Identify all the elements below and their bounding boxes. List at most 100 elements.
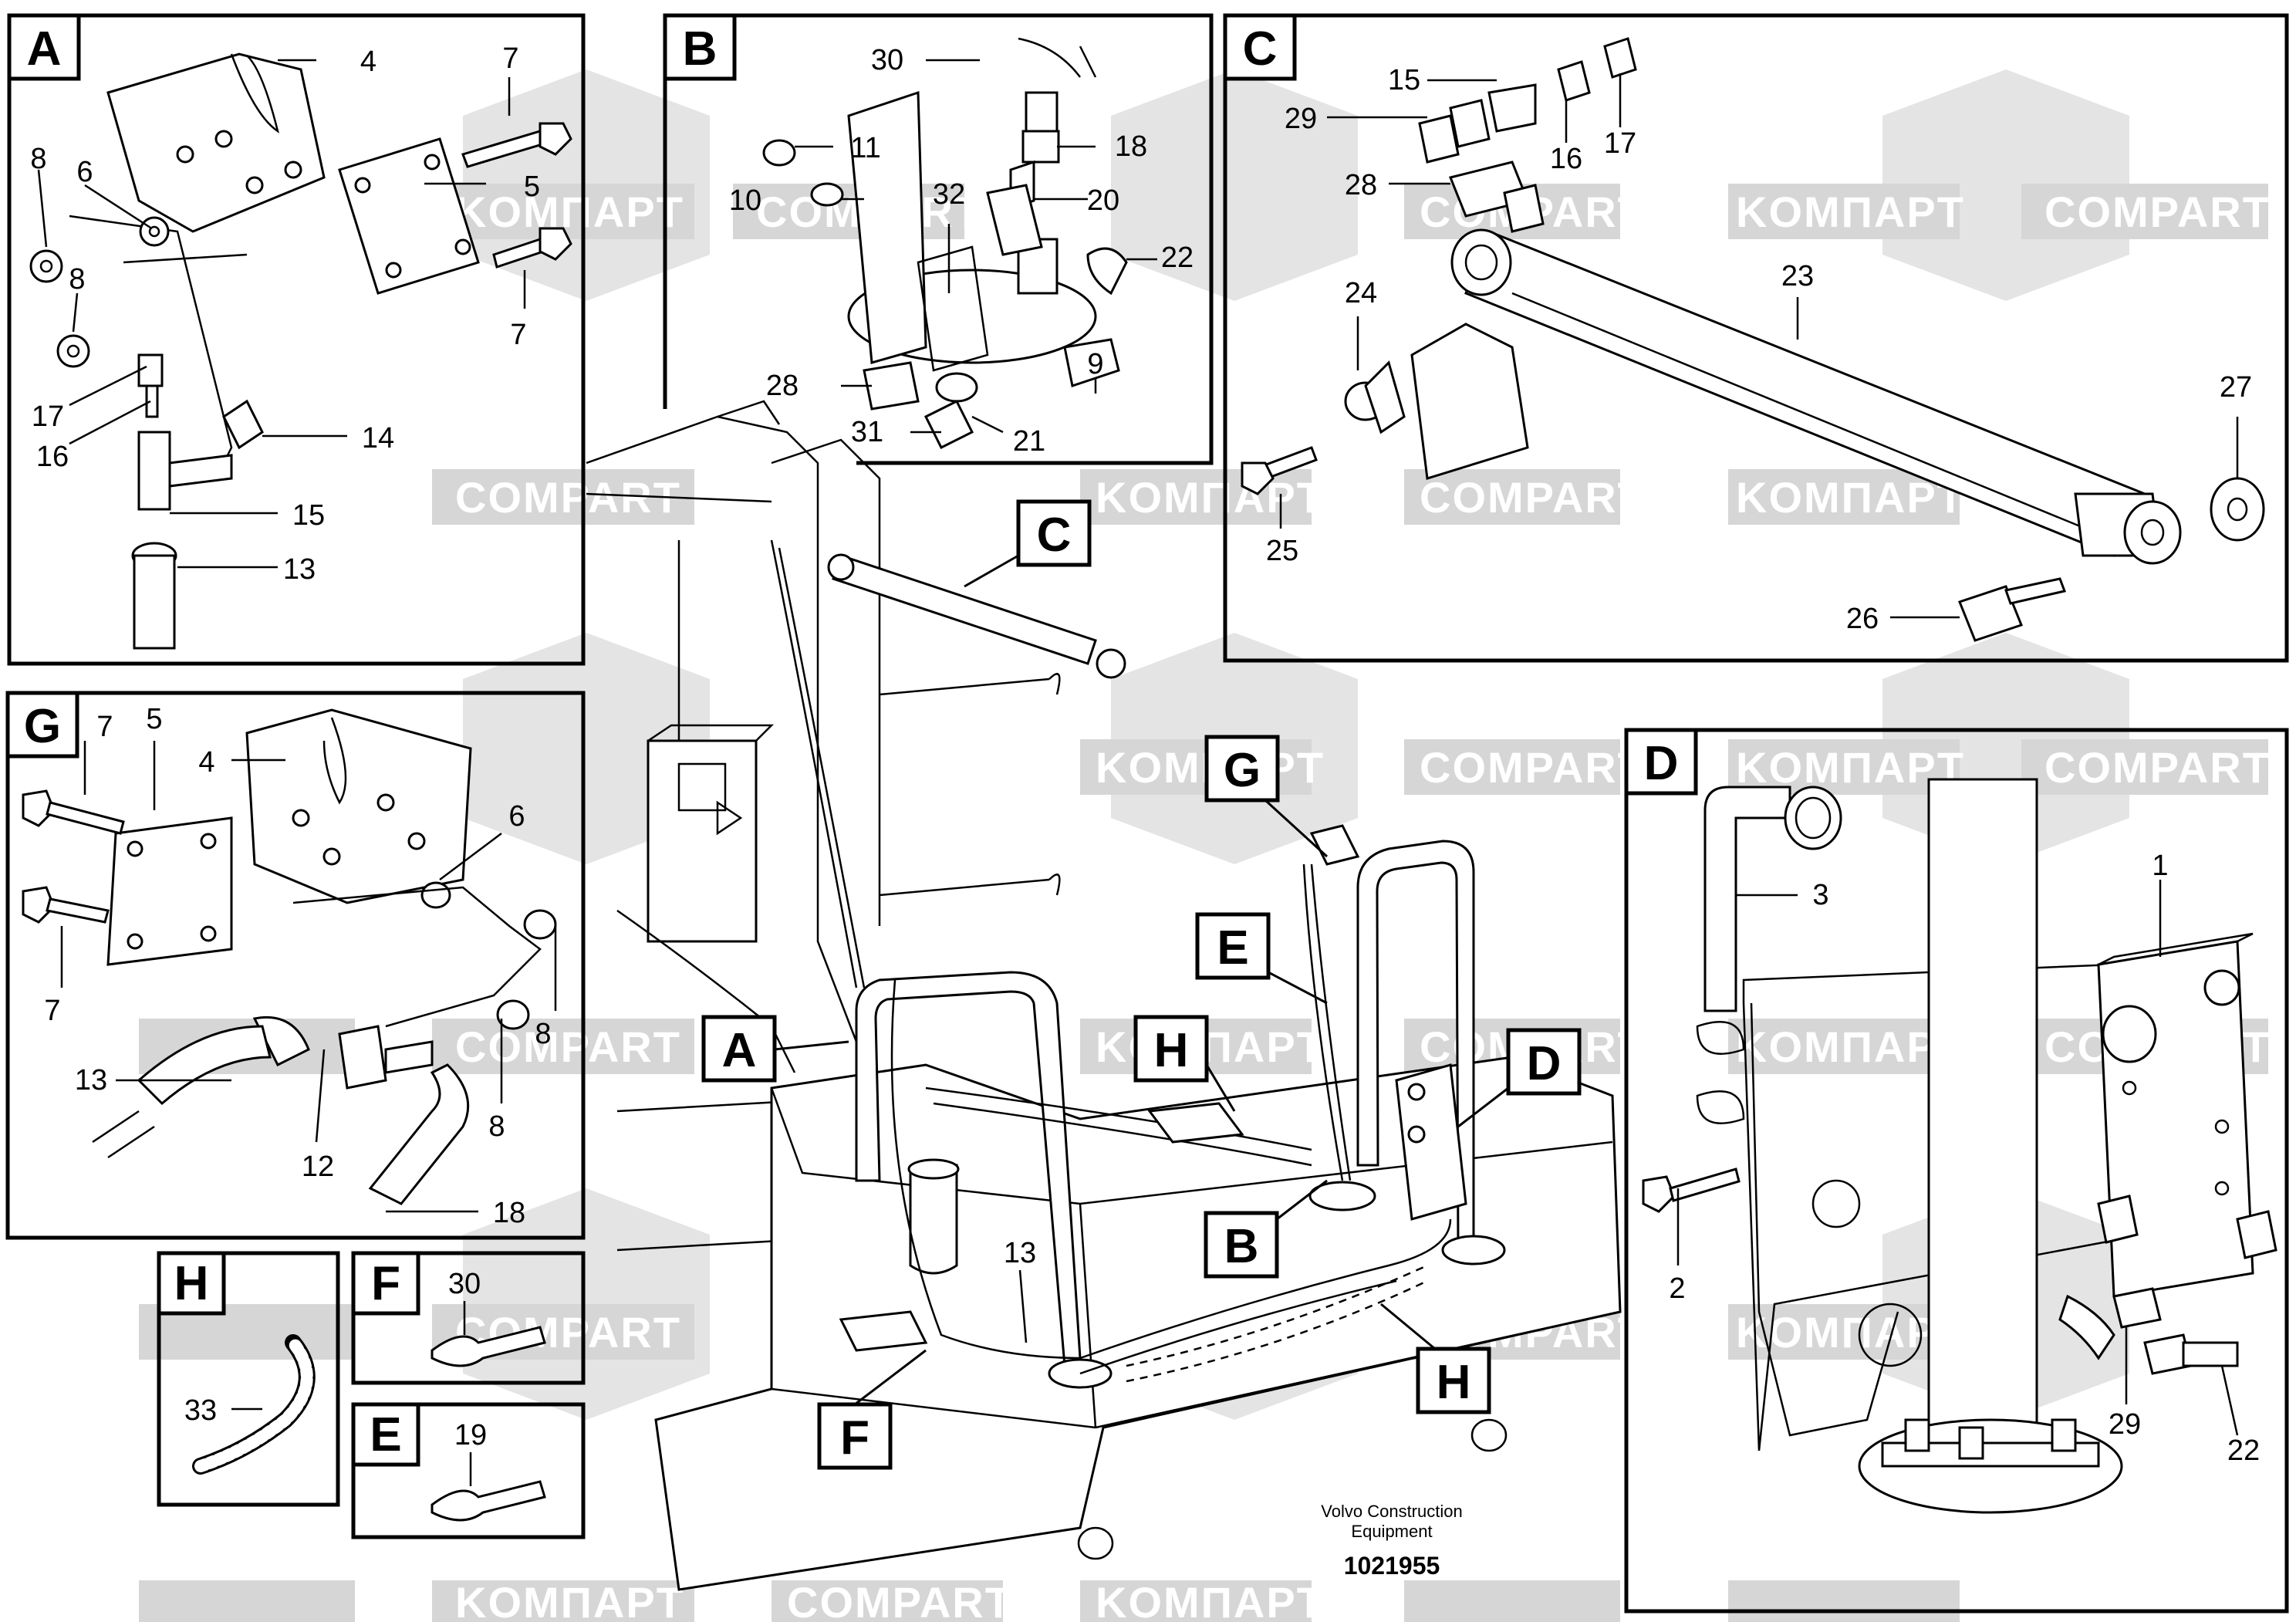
panel-g-callout: 8 xyxy=(488,1110,505,1143)
main-tag-b[interactable]: B xyxy=(1204,1179,1328,1279)
panel-h-callout: 33 xyxy=(184,1394,217,1427)
panel-d-callout: 1 xyxy=(2152,850,2168,882)
panel-a-callout: 4 xyxy=(360,46,376,78)
panel-g-callout: 7 xyxy=(44,995,60,1027)
panel-a-tag: A xyxy=(27,22,62,76)
panel-f-tag: F xyxy=(371,1257,400,1310)
panel-b-callout: 21 xyxy=(1013,425,1045,458)
main-tag-b-label: B xyxy=(1224,1220,1259,1273)
watermark-text: KOMПAPT xyxy=(1736,473,1965,522)
panel-c-tag: C xyxy=(1243,22,1278,76)
panel-b-callout: 22 xyxy=(1161,242,1194,274)
panel-c-callout: 28 xyxy=(1345,169,1377,201)
panel-g-callout: 5 xyxy=(146,703,162,735)
panel-a-callout: 13 xyxy=(283,553,316,586)
main-tag-e[interactable]: E xyxy=(1195,912,1328,1005)
watermark-text: KOMПAPT xyxy=(1096,473,1325,522)
panel-h-tag: H xyxy=(174,1257,209,1310)
footer: Volvo Construction Equipment 1021955 xyxy=(1321,1502,1462,1580)
panel-a-callout: 7 xyxy=(510,319,526,351)
panel-a-callout: 5 xyxy=(524,171,540,203)
panel-d-tag: D xyxy=(1644,737,1679,790)
panel-a-callout: 7 xyxy=(502,42,518,75)
panel-d: D xyxy=(1624,728,2289,1614)
watermark-text: COMPART xyxy=(455,1022,681,1071)
panel-f: F 30 xyxy=(351,1251,586,1385)
main-tag-h[interactable]: H xyxy=(1133,1015,1236,1112)
main-tags: C A G E H D B xyxy=(701,499,1582,1470)
panel-e: E 19 xyxy=(351,1402,586,1539)
panel-a-callout: 17 xyxy=(32,400,64,433)
panel-b-callout: 31 xyxy=(851,416,883,448)
footer-line2: Equipment xyxy=(1351,1522,1432,1541)
main-tag-h2[interactable]: H xyxy=(1380,1303,1491,1414)
panel-d-callout: 22 xyxy=(2227,1434,2260,1467)
panel-b-callout: 32 xyxy=(933,178,965,211)
footer-number: 1021955 xyxy=(1344,1552,1440,1580)
panel-g-callout: 12 xyxy=(302,1151,334,1183)
main-tag-d[interactable]: D xyxy=(1457,1028,1582,1128)
main-tag-g[interactable]: G xyxy=(1204,735,1329,858)
panel-b: B 30 11 18 10 32 20 22 xyxy=(663,13,1214,465)
watermark-text: KOMПAPT xyxy=(455,188,684,236)
panel-b-callout: 20 xyxy=(1087,184,1119,217)
panel-a-callout: 6 xyxy=(76,156,93,188)
main-assembly xyxy=(586,400,1622,1591)
watermark-text: KOMПAPT xyxy=(455,1578,684,1622)
panel-g-tag: G xyxy=(24,700,61,753)
panel-h: H 33 xyxy=(157,1251,340,1507)
panel-b-callout: 11 xyxy=(850,132,880,164)
panel-b-callout: 10 xyxy=(729,184,761,217)
panel-a-callout: 8 xyxy=(30,143,46,175)
footer-line1: Volvo Construction xyxy=(1321,1502,1462,1521)
panel-b-callout: 9 xyxy=(1087,348,1103,380)
panel-a-callout: 15 xyxy=(292,499,325,532)
main-tag-c-label: C xyxy=(1037,509,1072,562)
panel-c-callout: 16 xyxy=(1550,143,1582,175)
panel-a-callout: 14 xyxy=(362,422,394,454)
panel-a: A xyxy=(7,13,586,666)
panel-b-callout: 28 xyxy=(766,370,799,402)
panel-c-callout: 26 xyxy=(1846,603,1879,635)
main-tag-a[interactable]: A xyxy=(701,1015,849,1083)
watermark-text: COMPART xyxy=(1420,473,1646,522)
main-tag-f-label: F xyxy=(840,1411,869,1465)
main-tag-e-label: E xyxy=(1217,921,1248,975)
panel-g-callout: 13 xyxy=(75,1064,107,1097)
main-callout-13: 13 xyxy=(1004,1237,1036,1269)
panel-c-callout: 15 xyxy=(1388,64,1420,96)
main-tag-a-label: A xyxy=(722,1024,757,1077)
watermark-text: COMPART xyxy=(787,1578,1013,1622)
panel-g-callout: 7 xyxy=(96,711,113,743)
watermark-text: KOMПAPT xyxy=(1736,743,1965,792)
panel-f-callout: 30 xyxy=(448,1268,481,1300)
panel-c-callout: 25 xyxy=(1266,535,1298,567)
panel-c: C xyxy=(1223,13,2289,663)
main-tag-c[interactable]: C xyxy=(964,499,1092,588)
panel-e-tag: E xyxy=(370,1408,401,1461)
panel-g: G 7 5 4 6 xyxy=(5,691,586,1240)
panel-e-callout: 19 xyxy=(454,1419,487,1451)
watermark-text: KOMПAPT xyxy=(1736,1022,1965,1071)
panel-d-callout: 29 xyxy=(2109,1408,2141,1441)
watermark-text: COMPART xyxy=(2044,743,2271,792)
watermark-text: COMPART xyxy=(1420,743,1646,792)
watermark-text: KOMПAPT xyxy=(1096,1578,1325,1622)
panel-g-callout: 8 xyxy=(535,1018,551,1050)
main-tag-f[interactable]: F xyxy=(817,1349,927,1470)
watermark-text: KOMПAPT xyxy=(1096,1022,1325,1071)
panel-g-callout: 18 xyxy=(493,1197,525,1229)
panel-b-callout: 30 xyxy=(871,44,903,76)
main-tag-h-label: H xyxy=(1154,1024,1189,1077)
main-tag-g-label: G xyxy=(1224,744,1261,797)
panel-g-callout: 6 xyxy=(508,800,525,833)
panel-c-callout: 17 xyxy=(1604,127,1636,160)
panel-a-callout: 8 xyxy=(69,263,85,296)
panel-b-callout: 18 xyxy=(1115,130,1147,163)
watermark-text: COMPART xyxy=(2044,188,2271,236)
panel-b-tag: B xyxy=(683,22,718,76)
panel-d-callout: 3 xyxy=(1812,879,1828,911)
main-tag-h2-label: H xyxy=(1437,1356,1471,1409)
panel-c-callout: 24 xyxy=(1345,277,1377,309)
